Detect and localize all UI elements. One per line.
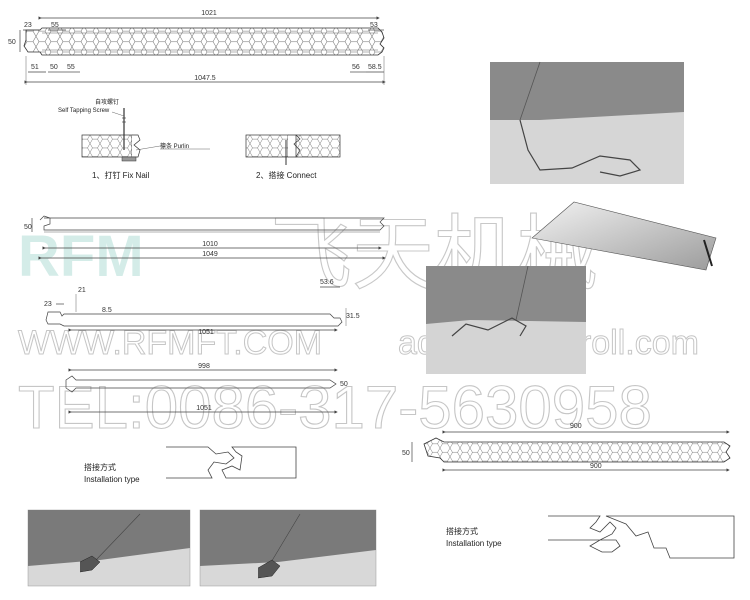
caption-fix-nail: 1、打钉 Fix Nail xyxy=(92,170,150,180)
dim-21: 21 xyxy=(78,287,86,294)
dim-998: 998 xyxy=(198,363,210,370)
screw-label-en: Self Tapping Screw xyxy=(58,108,110,114)
right-photos xyxy=(426,61,717,374)
dim-8-5: 8.5 xyxy=(102,307,112,314)
install-right: 搭接方式 Installation type xyxy=(446,515,735,559)
purlin-icon xyxy=(121,156,137,162)
panel-top-section xyxy=(23,27,385,56)
panel-right-drawing: 900 50 900 xyxy=(402,423,731,472)
install-left-en: Installation type xyxy=(84,475,140,484)
connect-panel-right xyxy=(295,134,341,158)
fixing-details: 自攻螺钉 Self Tapping Screw 檩条 Purlin 1、打钉 F… xyxy=(58,98,341,180)
dim-53-6: 53.6 xyxy=(320,279,334,286)
dim-1047-5: 1047.5 xyxy=(194,75,216,82)
dim-31-5: 31.5 xyxy=(346,313,360,320)
watermark-brand: RFM xyxy=(18,224,144,289)
dim-50: 50 xyxy=(50,64,58,71)
install-left: 搭接方式 Installation type xyxy=(84,446,297,484)
install-right-en: Installation type xyxy=(446,539,502,548)
dim-1021: 1021 xyxy=(201,10,217,17)
panel-right-section xyxy=(423,437,731,463)
screw-label-cn: 自攻螺钉 xyxy=(95,98,119,106)
panel-top-drawing: 1021 23 55 53 50 51 50 55 56 58.5 1047.5 xyxy=(8,10,386,85)
panel-3d-icon xyxy=(531,201,717,271)
photo-pair xyxy=(27,509,377,587)
dim-55-bottom: 55 xyxy=(67,64,75,71)
dim-mid-50: 50 xyxy=(24,224,32,231)
panel-mid-drawing: 50 1010 1049 xyxy=(24,215,386,260)
dim-low-50: 50 xyxy=(340,381,348,388)
dim-55-top: 55 xyxy=(51,22,59,29)
panel-low-drawing: 21 23 8.5 53.6 31.5 1051 998 50 1051 xyxy=(44,279,360,414)
dim-right-900-top: 900 xyxy=(570,423,582,430)
watermark-tel: TEL:0086-317-5630958 xyxy=(18,374,652,441)
dim-53: 53 xyxy=(370,22,378,29)
purlin-label: 檩条 Purlin xyxy=(160,142,189,150)
dim-1051-a: 1051 xyxy=(198,329,214,336)
dim-height-50: 50 xyxy=(8,39,16,46)
dim-51: 51 xyxy=(31,64,39,71)
dim-right-50: 50 xyxy=(402,450,410,457)
dim-right-900-bottom: 900 xyxy=(590,463,602,470)
dim-low-23: 23 xyxy=(44,301,52,308)
dim-1049: 1049 xyxy=(202,251,218,258)
caption-connect: 2、搭接 Connect xyxy=(256,170,317,180)
dim-58-5: 58.5 xyxy=(368,64,382,71)
dim-1010: 1010 xyxy=(202,241,218,248)
install-left-cn: 搭接方式 xyxy=(84,462,116,472)
connect-panel-left xyxy=(245,134,289,158)
dim-56: 56 xyxy=(352,64,360,71)
dim-1051-b: 1051 xyxy=(196,405,212,412)
install-right-cn: 搭接方式 xyxy=(446,526,478,536)
dim-23: 23 xyxy=(24,22,32,29)
